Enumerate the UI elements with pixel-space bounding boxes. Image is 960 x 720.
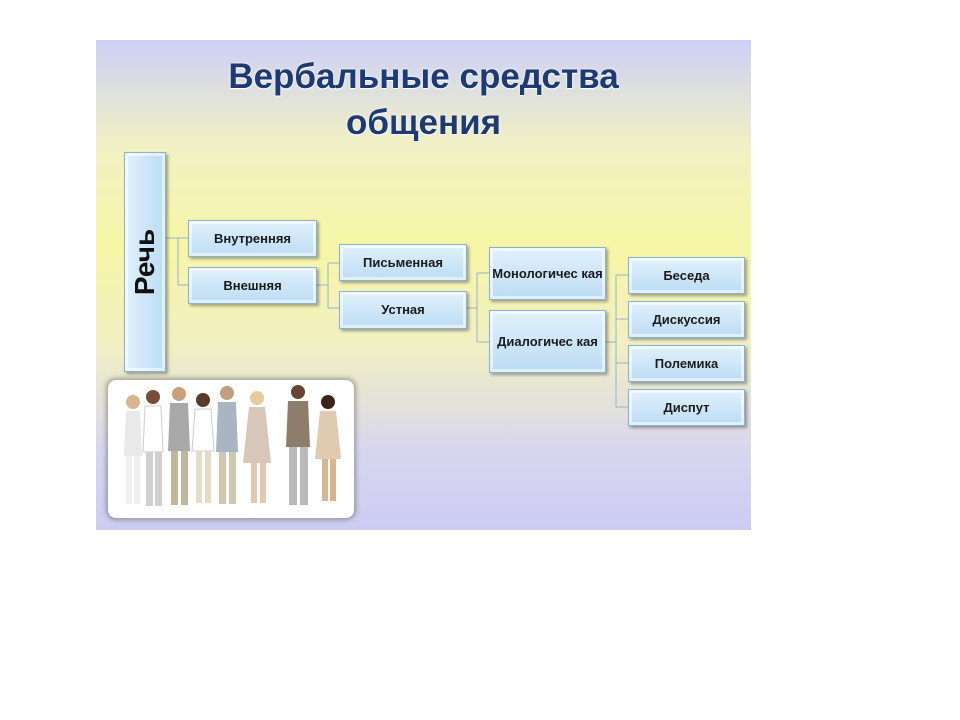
root-box-rech: Речь [124, 152, 166, 372]
box-polemic: Полемика [628, 345, 745, 382]
people-illustration-icon [124, 385, 341, 506]
box-dispute: Диспут [628, 389, 745, 426]
box-conversation: Беседа [628, 257, 745, 294]
box-internal: Внутренняя [188, 220, 317, 257]
box-external: Внешняя [188, 267, 317, 304]
title-line-2: общения [345, 103, 502, 142]
box-written: Письменная [339, 244, 467, 281]
slide: Вербальные средства общения Речь Внутрен… [96, 40, 751, 530]
box-dialogic: Диалогичес кая [489, 310, 606, 373]
root-label: Речь [129, 228, 160, 296]
group-of-people-photo [108, 380, 354, 518]
slide-title: Вербальные средства общения [96, 54, 751, 146]
connector-lines [166, 237, 628, 408]
box-monologic: Монологичес кая [489, 247, 606, 300]
box-oral: Устная [339, 291, 467, 329]
title-line-1: Вербальные средства [228, 57, 619, 96]
box-discussion: Дискуссия [628, 301, 745, 338]
